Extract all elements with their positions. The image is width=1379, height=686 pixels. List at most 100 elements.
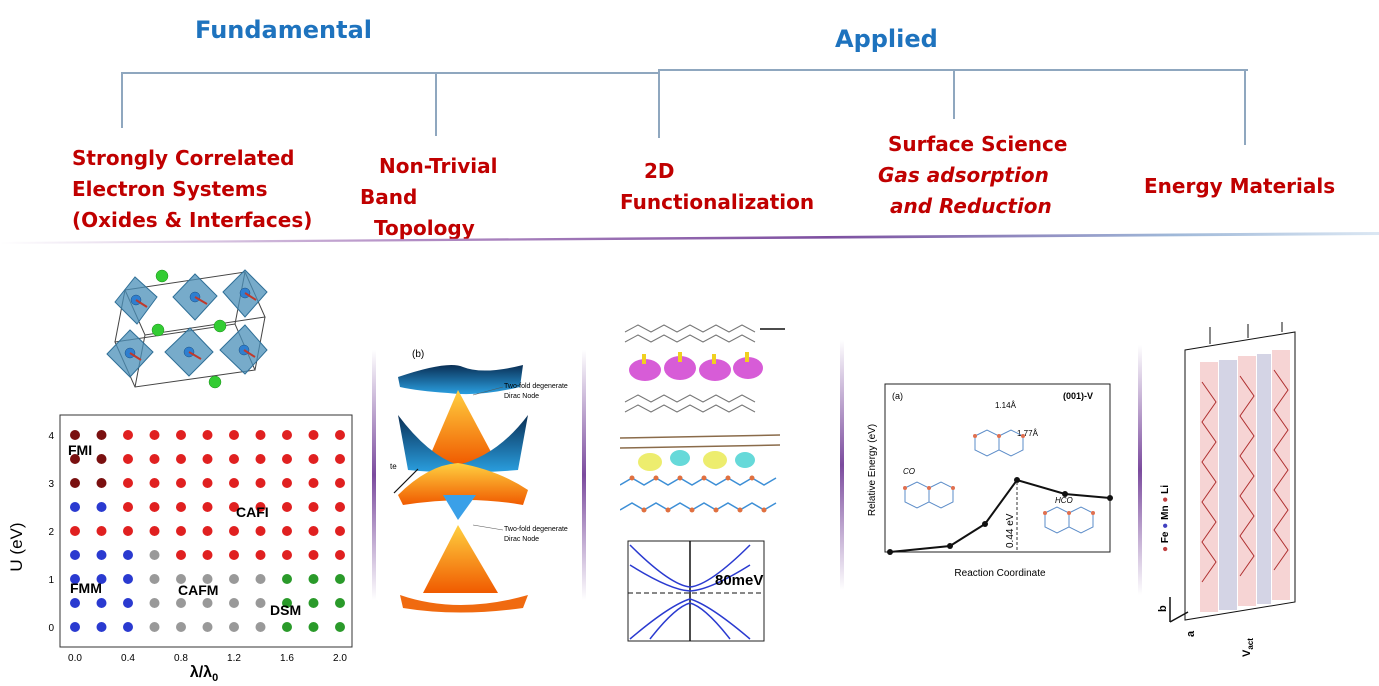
phase-point (282, 454, 292, 464)
phase-point (176, 454, 186, 464)
phase-point (123, 526, 133, 536)
phase-ylabel: U (eV) (7, 522, 26, 571)
phase-point (255, 502, 266, 512)
dirac-node-bottom-line1: Two-fold degenerate (504, 526, 568, 533)
phase-point (176, 478, 186, 488)
category-energy: Energy Materials (1144, 174, 1336, 198)
phase-point (202, 478, 213, 488)
x-tick-label: 0.4 (121, 653, 135, 664)
phase-point (176, 622, 186, 632)
reaction-bond1-label: 1.14Å (995, 401, 1017, 410)
category-line: (Oxides & Interfaces) (72, 208, 313, 232)
panel-separators (372, 340, 1142, 600)
dirac-cone-image: (b) Two-fold degenerate Dirac Node Two-f… (390, 349, 568, 613)
phase-point (335, 622, 345, 632)
phase-point (308, 574, 319, 584)
phase-point (282, 550, 292, 560)
phase-point (255, 550, 266, 560)
phase-point (96, 598, 107, 608)
phase-point (335, 478, 345, 488)
phase-point (202, 430, 213, 440)
phase-point (123, 454, 133, 464)
region-label-cafm: CAFM (178, 582, 218, 598)
phase-point (96, 478, 107, 488)
band-gap-label: 80meV (715, 572, 763, 589)
phase-point (149, 454, 160, 464)
phase-point (149, 430, 160, 440)
phase-point (176, 598, 186, 608)
y-tick-label: 0 (48, 623, 54, 634)
phase-point (149, 502, 160, 512)
phase-point (335, 550, 345, 560)
x-tick-label: 0.0 (68, 653, 82, 664)
category-line: Electron Systems (72, 177, 268, 201)
phase-point (282, 574, 292, 584)
phase-point (282, 478, 292, 488)
phase-point (123, 550, 133, 560)
phase-point (335, 574, 345, 584)
phase-point (229, 502, 239, 512)
phase-point (96, 574, 107, 584)
phase-point (308, 478, 319, 488)
phase-point (70, 574, 80, 584)
phase-point (70, 502, 80, 512)
phase-point (229, 526, 239, 536)
region-label-fmi: FMI (68, 442, 92, 458)
vact-label: Vact (1241, 638, 1255, 657)
category-line: Functionalization (620, 190, 815, 214)
dirac-node-top-line1: Two-fold degenerate (504, 383, 568, 390)
reaction-xlabel: Reaction Coordinate (954, 568, 1046, 579)
phase-point (202, 622, 213, 632)
phase-point (96, 502, 107, 512)
category-line: Non-Trivial (379, 154, 498, 178)
axis-b-label: b (1157, 605, 1169, 612)
phase-point (282, 526, 292, 536)
phase-point (282, 622, 292, 632)
phase-point (202, 574, 213, 584)
category-2d: 2D Functionalization (620, 159, 814, 215)
phase-point (123, 478, 133, 488)
phase-point (202, 454, 213, 464)
category-line: Topology (374, 216, 475, 240)
category-line: Strongly Correlated (72, 146, 295, 170)
phase-point (335, 526, 345, 536)
phase-point (202, 598, 213, 608)
y-tick-label: 4 (48, 431, 54, 442)
graphene-structure-image (620, 324, 785, 513)
phase-point (149, 622, 160, 632)
phase-point (282, 598, 292, 608)
reaction-surface-label: (001)-V (1063, 391, 1093, 401)
band-structure-inset: 80meV (627, 540, 765, 642)
plot-frame (59, 414, 353, 648)
phase-point (308, 598, 319, 608)
region-label-fmm: FMM (70, 580, 102, 596)
phase-point (123, 502, 133, 512)
y-tick-label: 2 (48, 527, 54, 538)
dirac-arrow-label: te (390, 462, 397, 471)
category-line: Surface Science (888, 132, 1068, 156)
gradient-divider (0, 232, 1379, 244)
phase-point (229, 598, 239, 608)
dirac-node-top-line2: Dirac Node (504, 393, 539, 400)
reaction-ylabel: Relative Energy (eV) (867, 424, 878, 516)
x-tick-label: 1.2 (227, 653, 241, 664)
phase-point (255, 598, 266, 608)
phase-point (202, 526, 213, 536)
dirac-node-bottom-line2: Dirac Node (504, 536, 539, 543)
phase-point (123, 622, 133, 632)
phase-point (308, 526, 319, 536)
phase-point (229, 478, 239, 488)
phase-point (335, 430, 345, 440)
phase-point (176, 430, 186, 440)
y-tick-label: 3 (48, 479, 54, 490)
phase-point (282, 430, 292, 440)
region-label-cafi: CAFI (236, 504, 269, 520)
phase-points (70, 430, 345, 632)
phase-point (96, 550, 107, 560)
phase-point (123, 430, 133, 440)
phase-point (149, 574, 160, 584)
energy-legend: ● Fe ● Mn ● Li (1160, 485, 1171, 552)
reaction-panel-label: (a) (892, 391, 903, 401)
phase-point (149, 526, 160, 536)
